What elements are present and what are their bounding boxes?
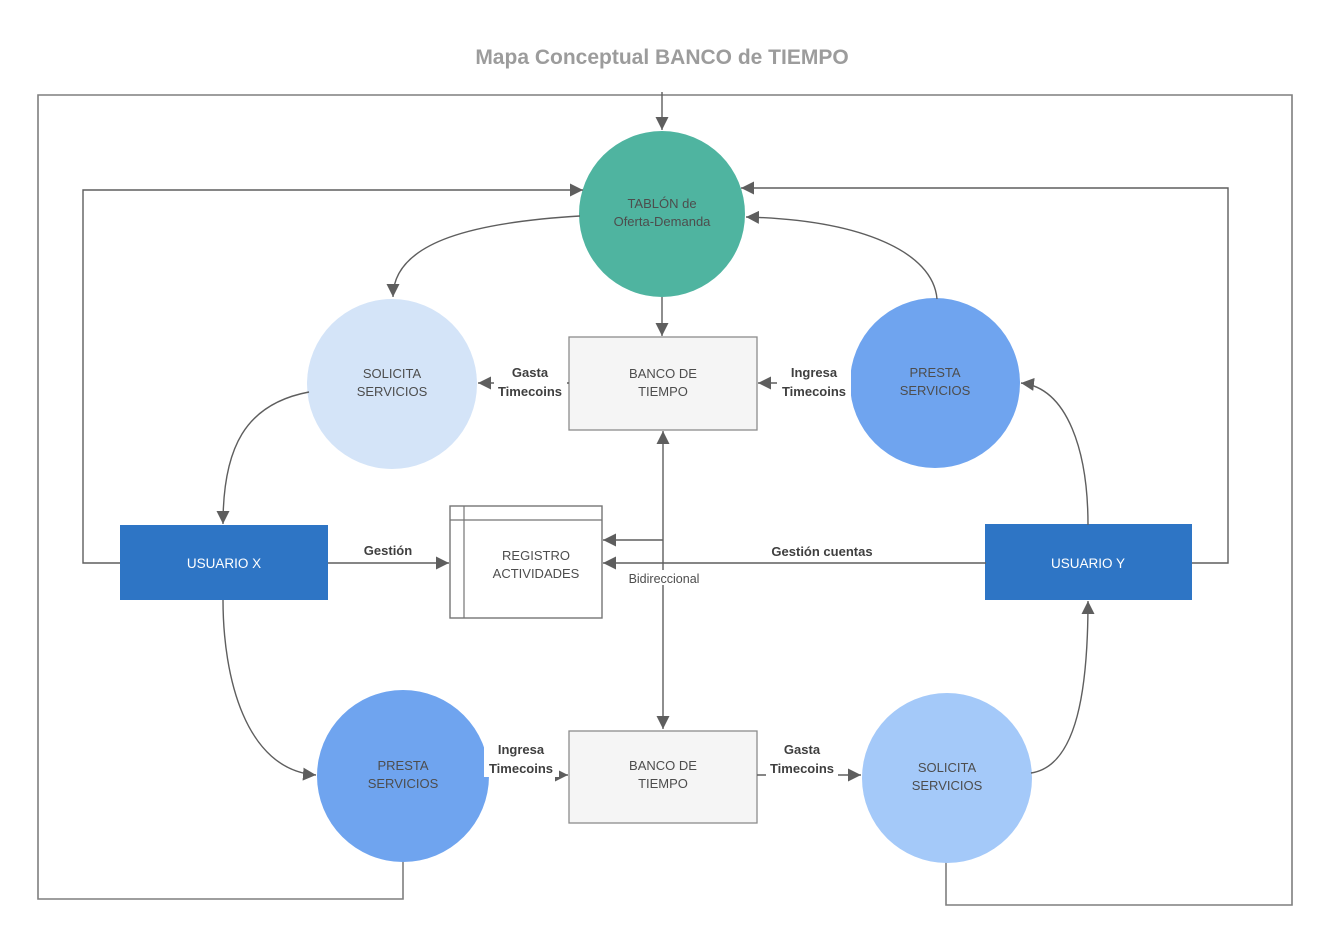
gasta-top-label-line1: Gasta bbox=[512, 365, 549, 380]
usuario-y-node bbox=[985, 524, 1192, 600]
bidireccional-label: Bidireccional bbox=[629, 572, 700, 586]
bidireccional-label-bg bbox=[626, 570, 704, 585]
usuario-y-label: USUARIO Y bbox=[1051, 556, 1125, 571]
presta-bl-label-line2: SERVICIOS bbox=[368, 776, 439, 791]
diagram-title: Mapa Conceptual BANCO de TIEMPO bbox=[475, 46, 848, 69]
edge-presta-tr-to-tablon bbox=[745, 210, 938, 300]
gasta-top-label-line2: Timecoins bbox=[498, 384, 562, 399]
ingresa-bottom-label-bg bbox=[484, 740, 559, 777]
presta-tr-label-line2: SERVICIOS bbox=[900, 383, 971, 398]
presta-servicios-top-right-node bbox=[850, 298, 1020, 468]
edge-usuarioy-to-presta-tr bbox=[1020, 377, 1089, 526]
usuario-x-label: USUARIO X bbox=[187, 556, 261, 571]
registro-label-line2: ACTIVIDADES bbox=[493, 566, 580, 581]
banco-de-tiempo-bottom-node bbox=[568, 730, 758, 824]
presta-tr-label-line1: PRESTA bbox=[909, 365, 960, 380]
registro-label-line1: REGISTRO bbox=[502, 548, 570, 563]
edge-usuariox-to-tablon bbox=[82, 183, 583, 564]
gasta-top-label-bg bbox=[494, 363, 567, 401]
solicita-tl-label-line2: SERVICIOS bbox=[357, 384, 428, 399]
gestion-cuentas-label: Gestión cuentas bbox=[771, 544, 872, 559]
banco-top-label-line1: BANCO DE bbox=[629, 366, 697, 381]
gestion-label: Gestión bbox=[364, 543, 412, 558]
solicita-tl-label-line1: SOLICITA bbox=[363, 366, 422, 381]
banco-bottom-label-line2: TIEMPO bbox=[638, 776, 688, 791]
banco-top-label-line2: TIEMPO bbox=[638, 384, 688, 399]
solicita-br-label-line2: SERVICIOS bbox=[912, 778, 983, 793]
gasta-bottom-label-line2: Timecoins bbox=[770, 761, 834, 776]
tablon-label-line2: Oferta-Demanda bbox=[614, 214, 712, 229]
ingresa-bottom-label-line1: Ingresa bbox=[498, 742, 545, 757]
edge-usuarioy-to-tablon bbox=[741, 181, 1229, 564]
ingresa-top-label-line2: Timecoins bbox=[782, 384, 846, 399]
tablon-label-line1: TABLÓN de bbox=[627, 196, 696, 211]
edge-usuariox-to-presta-bl bbox=[222, 599, 317, 781]
ingresa-top-label-bg bbox=[777, 363, 851, 401]
edge-tablon-to-solicita-tl bbox=[386, 215, 581, 298]
presta-servicios-bottom-left-node bbox=[317, 690, 489, 862]
ingresa-bottom-label-line2: Timecoins bbox=[489, 761, 553, 776]
solicita-servicios-bottom-right-node bbox=[862, 693, 1032, 863]
solicita-servicios-top-left-node bbox=[307, 299, 477, 469]
frame-left-loop bbox=[37, 94, 1293, 906]
banco-bottom-label-line1: BANCO DE bbox=[629, 758, 697, 773]
registro-actividades-node bbox=[449, 505, 603, 619]
edge-solicita-tl-to-usuariox bbox=[216, 391, 310, 525]
usuario-x-node bbox=[120, 525, 328, 600]
gasta-bottom-label-bg bbox=[766, 740, 838, 777]
solicita-br-label-line1: SOLICITA bbox=[918, 760, 977, 775]
ingresa-top-label-line1: Ingresa bbox=[791, 365, 838, 380]
presta-bl-label-line1: PRESTA bbox=[377, 758, 428, 773]
gasta-bottom-label-line1: Gasta bbox=[784, 742, 821, 757]
edge-solicita-br-to-usuarioy bbox=[1030, 600, 1095, 774]
tablon-node bbox=[579, 131, 745, 297]
